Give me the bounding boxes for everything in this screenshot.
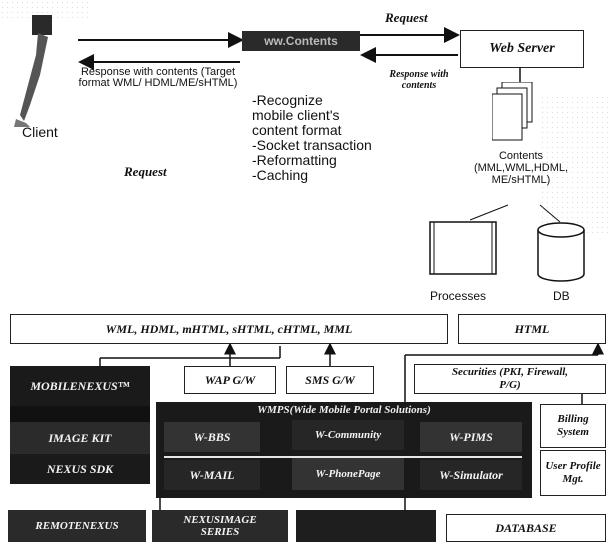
markup-languages-bar: WML, HDML, mHTML, sHTML, cHTML, MML [10, 314, 448, 344]
scan-noise [540, 95, 608, 235]
securities-box: Securities (PKI, Firewall, P/G) [414, 364, 606, 394]
w-simulator-box: W-Simulator [420, 460, 522, 490]
w-pims-label: W-PIMS [449, 429, 493, 444]
w-bbs-box: W-BBS [164, 422, 260, 452]
wap-gw-box: WAP G/W [184, 366, 276, 394]
image-kit-label: IMAGE KIT [48, 430, 112, 445]
request-top-label: Request [385, 10, 428, 25]
response-left-label: Response with contents (Target format WM… [78, 66, 238, 89]
database-label: DATABASE [495, 520, 557, 535]
request-bottom-label: Request [124, 164, 167, 179]
wmps-title: WMPS(Wide Mobile Portal Solutions) [257, 404, 431, 416]
securities-label: Securities (PKI, Firewall, P/G) [451, 366, 569, 391]
web-server-label: Web Server [489, 41, 555, 56]
mobilenexus-box: MOBILENEXUS™ [10, 366, 150, 406]
web-server-box: Web Server [460, 30, 584, 68]
remotenexus-label: REMOTENEXUS [35, 520, 119, 532]
w-mail-box: W-MAIL [164, 460, 260, 490]
response-right-label: Response with contents [389, 69, 449, 91]
sms-gw-box: SMS G/W [286, 366, 374, 394]
feature-item: -Reformatting [252, 152, 337, 168]
feature-list: -Recognize mobile client's content forma… [252, 93, 412, 183]
feature-item: -Caching [252, 167, 309, 183]
html-bar: HTML [458, 314, 606, 344]
contents-document-icon [492, 82, 533, 141]
database-box: DATABASE [446, 514, 606, 542]
w-bbs-label: W-BBS [193, 429, 231, 444]
contents-label: Contents (MML,WML,HDML, ME/sHTML) [473, 150, 569, 186]
middleware-box: ww.Contents [242, 31, 360, 51]
wmps-separator [164, 456, 522, 458]
client-label: Client [22, 124, 58, 140]
client-device-icon [14, 15, 52, 127]
w-simulator-label: W-Simulator [439, 467, 503, 482]
sms-gw-label: SMS G/W [305, 372, 355, 387]
w-mail-label: W-MAIL [189, 467, 235, 482]
image-kit-box: IMAGE KIT [10, 422, 150, 454]
w-phonepage-box: W-PhonePage [292, 458, 404, 490]
scan-noise [0, 0, 90, 20]
markup-languages-label: WML, HDML, mHTML, sHTML, cHTML, MML [105, 321, 353, 336]
processes-icon [429, 221, 497, 275]
nexusimage-label: NEXUSIMAGE SERIES [183, 514, 257, 538]
contents-to-db-line [539, 204, 561, 223]
billing-system-box: Billing System [540, 404, 606, 448]
mobilenexus-divider [10, 406, 150, 422]
wap-gw-label: WAP G/W [204, 372, 256, 387]
w-pims-box: W-PIMS [420, 422, 522, 452]
user-profile-label: User Profile Mgt. [545, 460, 601, 485]
feature-item: -Recognize mobile client's content forma… [252, 92, 342, 138]
nexus-sdk-label: NEXUS SDK [46, 461, 114, 476]
mobilenexus-label: MOBILENEXUS™ [30, 378, 130, 393]
html-label: HTML [514, 321, 550, 336]
contents-to-processes-line [469, 204, 509, 221]
nexus-sdk-box: NEXUS SDK [10, 454, 150, 484]
database-cylinder-icon [537, 222, 585, 282]
middleware-label: ww.Contents [264, 34, 338, 48]
w-community-label: W-Community [314, 429, 382, 441]
nexusimage-box: NEXUSIMAGE SERIES [152, 510, 288, 542]
w-phonepage-label: W-PhonePage [315, 468, 381, 480]
remotenexus-box: REMOTENEXUS [8, 510, 146, 542]
blank-product-box [296, 510, 436, 542]
feature-item: -Socket transaction [252, 137, 372, 153]
user-profile-box: User Profile Mgt. [540, 450, 606, 496]
w-community-box: W-Community [292, 420, 404, 450]
processes-label: Processes [430, 289, 487, 303]
billing-system-label: Billing System [557, 413, 589, 438]
db-label: DB [553, 289, 570, 303]
